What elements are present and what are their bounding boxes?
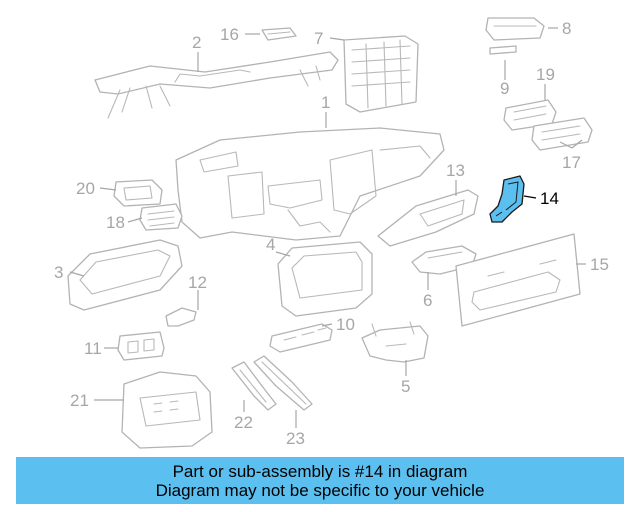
part-3-panel — [67, 239, 183, 311]
label-14: 14 — [540, 189, 559, 208]
label-21: 21 — [70, 391, 89, 410]
label-16: 16 — [220, 25, 239, 44]
label-3: 3 — [54, 263, 63, 282]
part-15-lower-panel — [455, 233, 581, 327]
leader-lines — [69, 27, 586, 428]
part-21-console — [121, 371, 213, 449]
label-4: 4 — [266, 235, 275, 254]
label-11: 11 — [84, 339, 102, 358]
label-7: 7 — [314, 29, 323, 48]
part-12-bracket — [165, 307, 197, 327]
label-8: 8 — [562, 19, 571, 38]
part-2-crossbeam — [94, 51, 339, 119]
part-20-vent — [113, 179, 163, 207]
label-13: 13 — [446, 161, 465, 180]
label-1: 1 — [321, 93, 330, 112]
label-19: 19 — [536, 65, 555, 84]
label-9: 9 — [500, 79, 509, 98]
part-16-vent — [261, 27, 297, 41]
part-14-highlighted — [489, 175, 525, 223]
label-2: 2 — [192, 33, 201, 52]
info-banner: Part or sub-assembly is #14 in diagram D… — [16, 457, 624, 504]
part-9-strip — [489, 45, 517, 55]
part-5-bracket — [361, 321, 429, 363]
label-20: 20 — [76, 179, 95, 198]
label-10: 10 — [336, 315, 355, 334]
label-23: 23 — [286, 429, 305, 448]
part-22-trim-strip — [231, 361, 277, 411]
part-13-trim-panel — [377, 189, 479, 247]
part-8-pocket — [485, 17, 545, 41]
label-15: 15 — [590, 255, 609, 274]
part-18-vent-grille — [139, 203, 183, 231]
part-23-trim-strip — [253, 355, 313, 411]
parts-diagram: 2 16 7 1 8 9 19 17 20 18 13 14 3 4 15 12… — [54, 17, 609, 449]
label-5: 5 — [401, 377, 410, 396]
part-1-instrument-panel — [175, 127, 445, 241]
label-17: 17 — [562, 153, 581, 172]
label-22: 22 — [234, 413, 253, 432]
banner-line-1: Part or sub-assembly is #14 in diagram — [172, 461, 468, 481]
part-7-module — [343, 35, 419, 113]
part-4-storage-bin — [277, 241, 373, 317]
callout-labels: 2 16 7 1 8 9 19 17 20 18 13 14 3 4 15 12… — [54, 19, 609, 448]
label-12: 12 — [188, 273, 207, 292]
part-17-vent — [531, 117, 593, 151]
label-18: 18 — [106, 213, 125, 232]
label-6: 6 — [423, 291, 432, 310]
part-10-switch-panel — [269, 323, 333, 353]
banner-line-2: Diagram may not be specific to your vehi… — [155, 480, 485, 500]
part-11-switch-bezel — [117, 331, 165, 361]
